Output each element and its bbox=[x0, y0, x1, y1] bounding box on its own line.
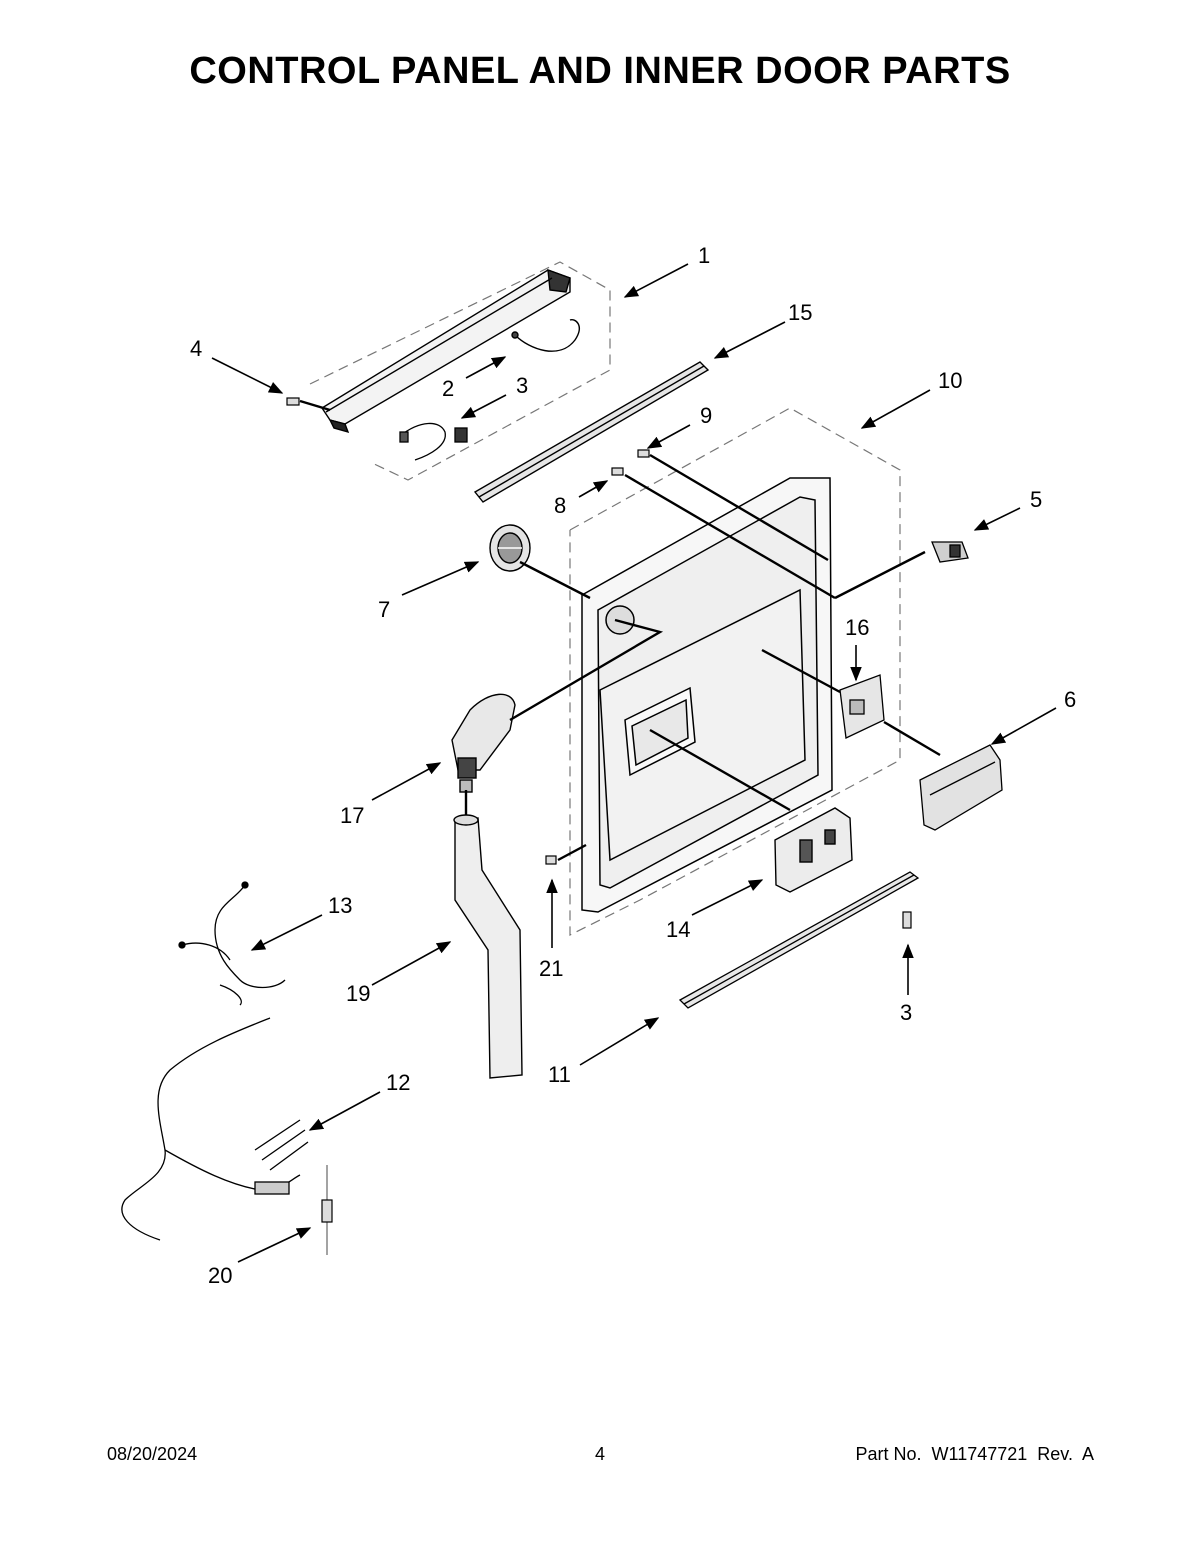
footer-date: 08/20/2024 bbox=[107, 1444, 198, 1464]
footer-part-number: Part No. W11747721 Rev. A bbox=[855, 1444, 1094, 1464]
callout-9: 9 bbox=[700, 403, 712, 428]
callout-6: 6 bbox=[1064, 687, 1076, 712]
vent-assembly-part bbox=[451, 693, 516, 793]
control-module-part bbox=[774, 807, 853, 893]
vent-part bbox=[489, 524, 531, 572]
dispenser-part bbox=[919, 744, 1003, 831]
callout-17: 17 bbox=[340, 803, 364, 828]
callout-19: 19 bbox=[346, 981, 370, 1006]
control-panel-group-outline bbox=[309, 261, 611, 481]
footer-page-number: 4 bbox=[594, 1444, 605, 1464]
callout-15: 15 bbox=[788, 300, 812, 325]
callout-13: 13 bbox=[328, 893, 352, 918]
callout-3-upper: 3 bbox=[516, 373, 528, 398]
callout-4: 4 bbox=[190, 336, 202, 361]
callout-5: 5 bbox=[1030, 487, 1042, 512]
latch-part bbox=[931, 541, 969, 563]
gasket-strip-part bbox=[473, 361, 710, 503]
screws-parts-8-9 bbox=[611, 449, 650, 476]
control-panel-part bbox=[321, 268, 580, 434]
duct-part bbox=[453, 814, 523, 1079]
callout-21: 21 bbox=[539, 956, 563, 981]
screw-part-4 bbox=[286, 397, 300, 406]
callout-11: 11 bbox=[548, 1062, 571, 1087]
inner-door-group-outline bbox=[569, 407, 901, 936]
callout-10: 10 bbox=[938, 368, 962, 393]
callout-labels: 1 15 4 2 3 10 9 8 5 7 16 6 17 13 14 21 3… bbox=[190, 243, 1076, 1288]
connection-lines bbox=[299, 399, 941, 862]
fitting-part-20 bbox=[321, 1165, 333, 1255]
bracket-part bbox=[839, 674, 885, 739]
callout-8: 8 bbox=[554, 493, 566, 518]
callout-3-lower: 3 bbox=[900, 1000, 912, 1025]
callout-20: 20 bbox=[208, 1263, 232, 1288]
wire-harness-part-12 bbox=[121, 1017, 309, 1241]
callout-arrows bbox=[211, 263, 1057, 1263]
bottom-rail-part bbox=[678, 871, 920, 1009]
screw-part-21 bbox=[545, 855, 557, 865]
callout-12: 12 bbox=[386, 1070, 410, 1095]
wire-harness-part-13 bbox=[178, 881, 286, 1006]
callout-7: 7 bbox=[378, 597, 390, 622]
page-title: CONTROL PANEL AND INNER DOOR PARTS bbox=[189, 50, 1011, 92]
callout-2: 2 bbox=[442, 376, 454, 401]
inner-door-part bbox=[581, 477, 833, 913]
group-outlines bbox=[309, 261, 901, 936]
callout-14: 14 bbox=[666, 917, 690, 942]
callout-16: 16 bbox=[845, 615, 869, 640]
screw-part-3-lower bbox=[902, 911, 912, 929]
panel-wire-harness-part bbox=[399, 422, 468, 461]
callout-1: 1 bbox=[698, 243, 710, 268]
